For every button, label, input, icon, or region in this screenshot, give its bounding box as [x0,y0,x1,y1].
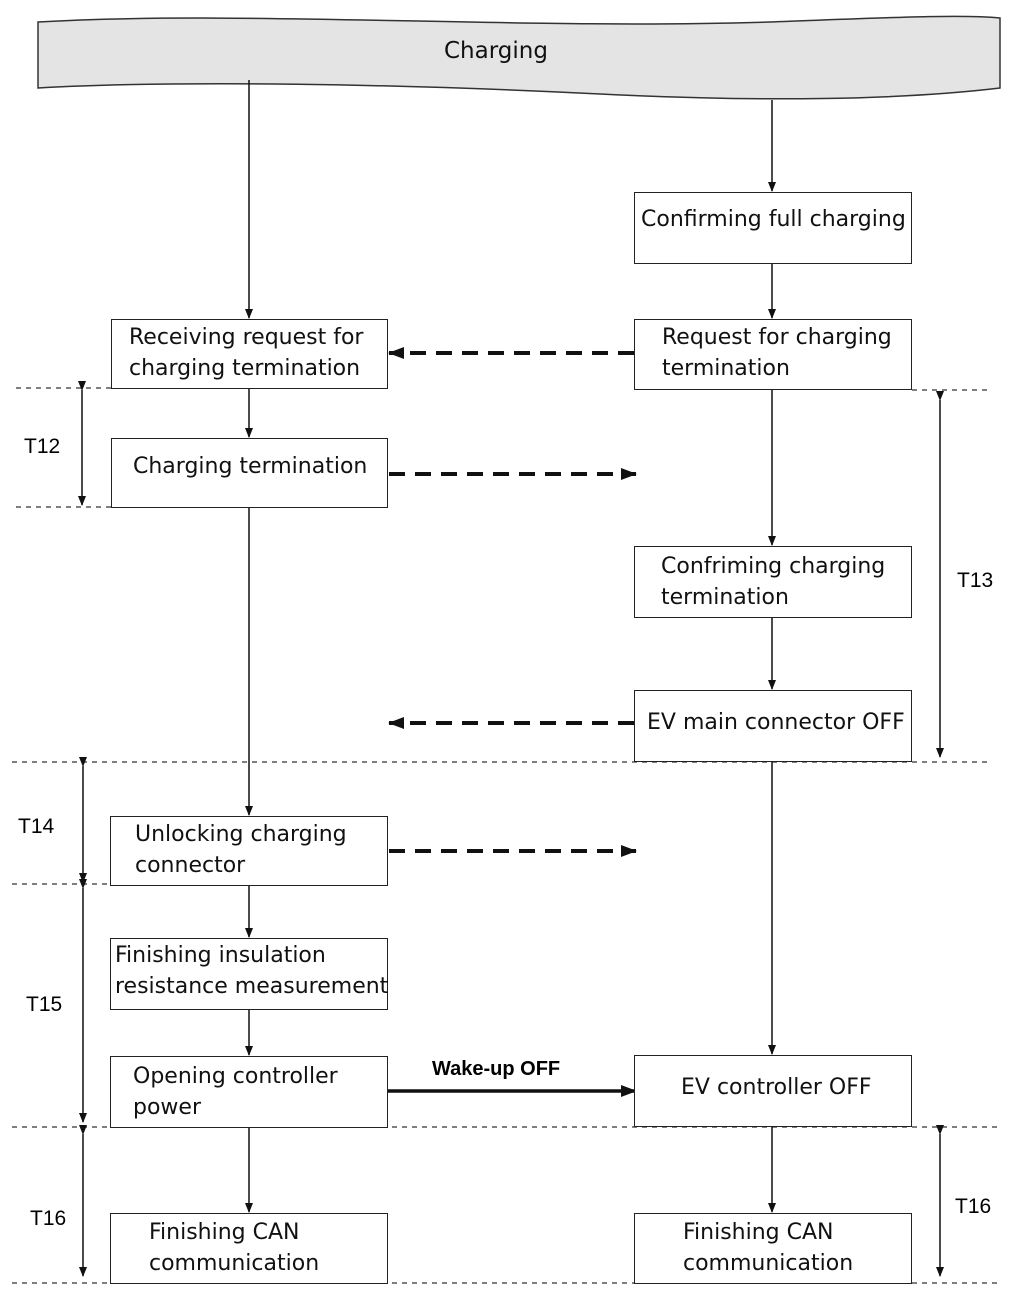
request-termination-box: Request for charging termination [634,319,912,390]
box-line: Opening controller [133,1064,338,1089]
controller-off-box: EV controller OFF [634,1055,912,1127]
charging-banner [37,15,1001,100]
timing-arrows [78,381,944,1277]
phase-label-t12: T12 [24,435,61,458]
box-line: Confirming full charging [641,207,906,232]
box-line: Finishing CAN [683,1220,834,1245]
opening-power-box: Opening controller power [110,1056,388,1128]
box-line: termination [662,356,790,381]
finishing-insulation-box: Finishing insulation resistance measurem… [110,938,388,1010]
message-arrows [388,347,637,857]
box-line: power [133,1095,201,1120]
left-finishing-can-box: Finishing CAN communication [110,1213,388,1284]
main-connector-off-box: EV main connector OFF [634,690,912,762]
charging-title: Charging [444,38,548,64]
receiving-request-box: Receiving request for charging terminati… [111,319,388,389]
box-line: Unlocking charging [135,822,347,847]
wake-up-label: Wake-up OFF [432,1058,561,1080]
confirming-full-box: Confirming full charging [634,192,912,264]
box-line: Request for charging [662,325,892,350]
phase-label-t15: T15 [26,993,63,1016]
box-line: Confriming charging [661,554,886,579]
phase-label-t16-left: T16 [30,1207,67,1230]
box-line: termination [661,585,789,610]
box-line: connector [135,853,246,878]
box-line: EV main connector OFF [647,710,905,735]
confirming-termination-box: Confriming charging termination [634,546,912,618]
phase-label-t16-right: T16 [955,1195,992,1218]
box-line: resistance measurement [115,974,389,999]
box-line: EV controller OFF [681,1075,872,1100]
box-line: Finishing insulation [115,943,326,968]
box-line: Receiving request for [129,325,364,350]
box-line: communication [683,1251,854,1276]
box-line: charging termination [129,356,361,381]
phase-label-t13: T13 [957,569,994,592]
box-line: Charging termination [133,454,368,479]
charging-termination-box: Charging termination [111,438,388,508]
box-line: Finishing CAN [149,1220,300,1245]
right-finishing-can-box: Finishing CAN communication [634,1213,912,1284]
box-line: communication [149,1251,320,1276]
unlocking-connector-box: Unlocking charging connector [110,816,388,886]
phase-label-t14: T14 [18,815,55,838]
